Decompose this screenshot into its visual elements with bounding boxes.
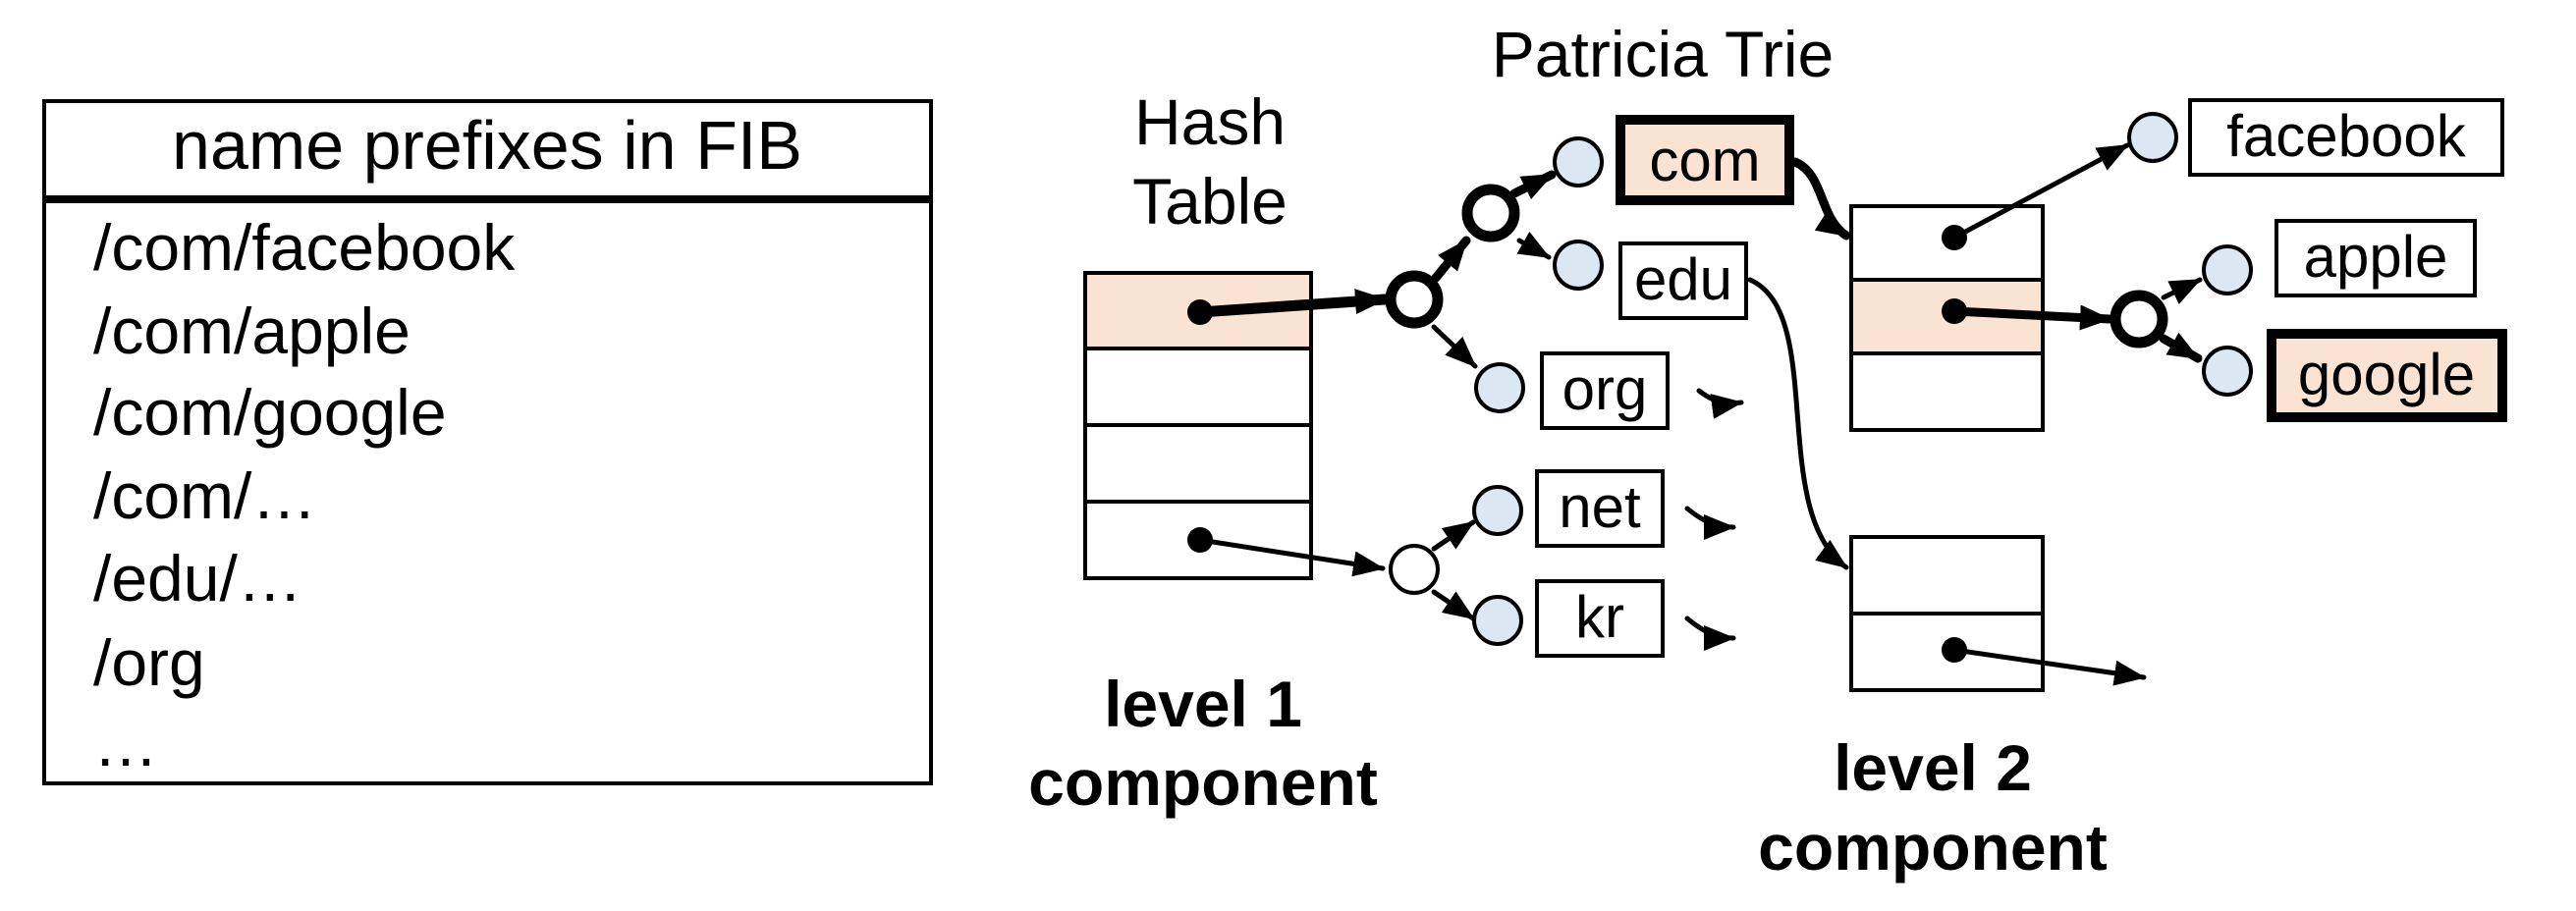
label-box-com-highlighted	[1616, 115, 1794, 205]
org-pointer-arrow	[1696, 388, 1744, 419]
trie-internal-node	[1461, 184, 1520, 242]
fib-prefix-row: …	[93, 707, 158, 779]
hash-bucket	[1083, 423, 1313, 504]
trie-edges	[1194, 142, 2203, 686]
com-pointer-arrow	[1790, 157, 1851, 241]
pointer-arrow	[1951, 647, 2147, 686]
label-apple: apple	[2304, 224, 2448, 290]
label-google: google	[2298, 342, 2475, 407]
kr-pointer-arrow	[1684, 616, 1736, 651]
level1-caption: component	[1028, 746, 1378, 819]
pointer-dot	[1187, 299, 1213, 325]
fib-prefix-row: /edu/…	[93, 542, 302, 615]
trie-leaf-node	[1474, 362, 1525, 413]
level1-hash-table	[1083, 271, 1313, 580]
trie-internal-node	[1385, 270, 1444, 329]
trie-leaf-node	[2127, 112, 2178, 163]
level2-caption: level 2	[1834, 731, 2032, 804]
trie-edge-arrow	[1431, 589, 1476, 621]
trie-edge-arrow	[1516, 231, 1552, 260]
trie-edge-arrow	[1431, 519, 1476, 552]
fib-prefix-row: /org	[93, 626, 205, 699]
hash-table-title: Table	[1132, 165, 1288, 238]
pointer-dot	[1942, 637, 1967, 663]
fib-table-header: name prefixes in FIB	[172, 107, 802, 184]
trie-leaf-node	[1472, 595, 1523, 646]
trie-edge-arrow	[1431, 324, 1478, 369]
label-box-google-highlighted	[2267, 329, 2507, 422]
pointer-arrow	[1194, 289, 1391, 318]
pointer-dot	[1187, 527, 1213, 553]
trie-internal-node	[1389, 544, 1440, 595]
patricia-trie-title: Patricia Trie	[1492, 18, 1834, 90]
fib-prefix-row: /com/google	[93, 376, 447, 449]
label-net: net	[1559, 474, 1641, 540]
net-pointer-arrow	[1684, 506, 1736, 540]
fib-prefix-row: /com/facebook	[93, 211, 516, 284]
pointer-dots	[1187, 225, 1967, 663]
pointer-dot	[1942, 298, 1967, 324]
pointer-arrow	[1197, 537, 1386, 577]
hash-bucket	[1849, 535, 2045, 616]
pointer-arrow	[1949, 304, 2114, 331]
fib-prefix-row: /com/…	[93, 459, 316, 532]
label-box-facebook	[2188, 98, 2504, 177]
trie-leaf-node	[1553, 136, 1604, 188]
trie-leaf-node	[2202, 346, 2253, 397]
hash-bucket	[1083, 347, 1313, 427]
level1-caption: level 1	[1104, 668, 1302, 740]
fib-prefix-row: /com/apple	[93, 295, 411, 367]
fib-table-border	[42, 99, 933, 785]
edu-pointer-arrow	[1747, 277, 1849, 570]
trie-internal-node	[2110, 290, 2168, 348]
hash-bucket	[1849, 351, 2045, 432]
trie-leaf-node	[1472, 485, 1523, 536]
label-box-apple	[2275, 219, 2477, 297]
trie-leaf-node	[1553, 240, 1604, 291]
trie-edge-arrow	[2161, 277, 2203, 304]
fib-prefix-table: name prefixes in FIB /com/facebook /com/…	[42, 99, 933, 785]
trie-edge-arrow	[2159, 332, 2203, 363]
pointer-dot	[1942, 225, 1967, 250]
trie-nodes	[1385, 112, 2253, 646]
label-box-org	[1540, 351, 1670, 430]
hash-table-title: Hash	[1134, 85, 1286, 158]
label-edu: edu	[1634, 246, 1732, 312]
trie-label-boxes: com edu org net kr facebook apple google	[1535, 98, 2507, 658]
pointer-arrow	[1951, 142, 2130, 241]
label-com: com	[1649, 128, 1760, 193]
level2-hash-table-edu	[1849, 535, 2045, 692]
label-box-kr	[1535, 579, 1665, 658]
label-box-edu	[1618, 241, 1748, 320]
trie-edge-arrow	[1431, 236, 1471, 283]
label-facebook: facebook	[2226, 103, 2467, 169]
level2-caption: component	[1758, 811, 2108, 884]
trie-leaf-node	[2202, 244, 2253, 295]
label-kr: kr	[1575, 584, 1624, 650]
label-box-net	[1535, 469, 1665, 548]
trie-edge-arrow	[1509, 170, 1557, 200]
label-org: org	[1562, 356, 1648, 422]
